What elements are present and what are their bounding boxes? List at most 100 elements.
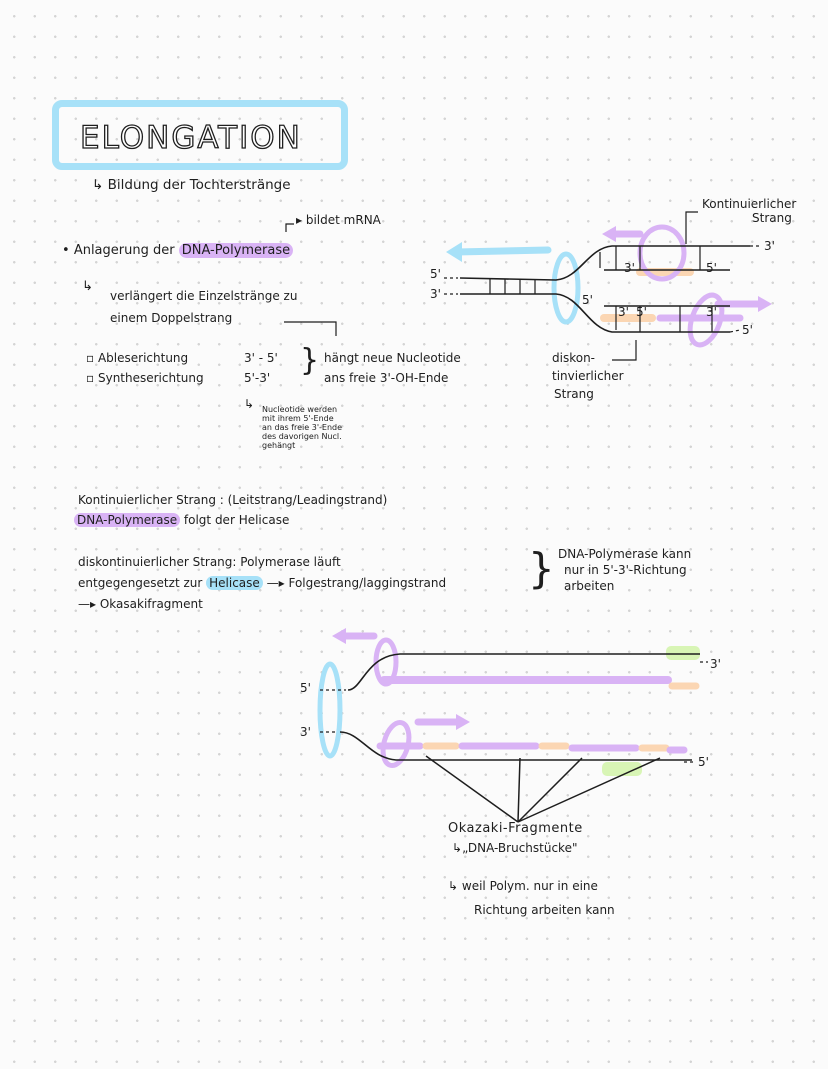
helicase-arrow [452, 246, 552, 256]
fork-label-5-left: 5' [430, 267, 441, 281]
mrna-note-text: bildet mRNA [305, 213, 381, 227]
subtitle-row: ↳ Bildung der Tochterstränge [92, 177, 291, 194]
okazaki-pointer-lines [425, 755, 661, 823]
brace-icon: } [528, 544, 555, 593]
diskont-label-3: Strang [554, 387, 594, 401]
polymerase-follows-row: DNA-Polymerase folgt der Helicase [74, 513, 290, 528]
helicase-arrowhead [446, 242, 462, 262]
okazaki-fragment-segments [376, 742, 688, 754]
diskont-label-1: diskon- [552, 351, 596, 365]
lagging-template [339, 731, 692, 761]
haengt-line-2: ans freie 3'-OH-Ende [324, 371, 449, 385]
ablese-row: ▫ Ableserichtung [86, 351, 189, 366]
page-title: ELONGATION [79, 119, 302, 156]
kontinuierlich-label-1: Kontinuierlicher [702, 197, 797, 211]
extend-line-1: verlängert die Einzelstränge zu [110, 289, 298, 303]
okazaki-reason-2: Richtung arbeiten kann [474, 903, 615, 917]
nucleotide-note-5: gehängt [262, 441, 296, 450]
diskont-line-2-post: Folgestrang/laggingstrand [288, 576, 447, 590]
hook-arrow-icon: ↳ [448, 879, 459, 893]
nucleotide-note-2: mit ihrem 5'-Ende [262, 414, 334, 423]
helicase-oval-2 [317, 661, 343, 759]
diskont-label-2: tinvierlicher [552, 369, 624, 383]
square-bullet-icon: ▫ [86, 351, 95, 365]
diskont-line-1: diskontinuierlicher Strang: Polymerase l… [78, 555, 341, 569]
bullet-text: Anlagerung der [73, 243, 175, 258]
hook-arrow-icon: ↳ [82, 279, 93, 294]
okazaki-sub: „DNA-Bruchstücke" [462, 841, 578, 855]
diskont-line-2-pre: entgegengesetzt zur [78, 576, 203, 590]
polymerase-note-2: nur in 5'-3'-Richtung [564, 563, 687, 577]
kontinuierlich-label-2: Strang [752, 211, 792, 225]
fork-label-3-mid: 3' [618, 305, 629, 319]
okazaki-reason-row: ↳ weil Polym. nur in eine [448, 879, 598, 894]
polymerase-circle-bottom [687, 292, 725, 348]
fork-top-strand [459, 245, 750, 281]
helicase-oval [551, 251, 581, 325]
polymerase-note-3: arbeiten [564, 579, 615, 593]
polymerase-follows-text: folgt der Helicase [183, 513, 290, 527]
leading-template [347, 653, 700, 691]
polymerase-note-1: DNA-Polymerase kann [558, 547, 692, 561]
hook-arrow-icon: ↳ [244, 397, 255, 411]
diskont-line-2: entgegengesetzt zur Helicase —▸ Folgestr… [78, 576, 447, 591]
fork-label-3-left: 3' [430, 287, 441, 301]
kontinuierlich-line: Kontinuierlicher Strang : (Leitstrang/Le… [78, 493, 388, 507]
okasaki-text: Okasakifragment [99, 597, 203, 611]
nucleotide-note-3: an das freie 3'-Ende [262, 423, 343, 432]
dash-bottom [729, 329, 741, 333]
bullet-icon: • [62, 243, 70, 258]
base-pair-rungs [489, 246, 713, 332]
fork-label-3-top-right: 3' [764, 239, 775, 253]
okazaki-reason-1: weil Polym. nur in eine [461, 879, 598, 893]
fork-bottom-strand [460, 293, 730, 333]
highlight-helicase: Helicase [206, 576, 263, 590]
arrow-right-icon: ↳ [92, 177, 108, 193]
pointer-kontinuierlich [685, 211, 698, 244]
square-bullet-icon: ▫ [86, 371, 95, 385]
lime-highlight-top [666, 646, 700, 660]
brace-icon: } [300, 343, 320, 378]
pointer-diskont [612, 340, 637, 361]
lime-highlight-bottom [602, 762, 642, 776]
nucleotide-note-1: Nucleotide werden [262, 405, 338, 414]
fork-label-3-top: 3' [624, 261, 635, 275]
fork-label-5-mid: 5' [582, 293, 593, 307]
hook-arrow-icon: ↳ [452, 841, 463, 855]
okazaki-sub-row: ↳„DNA-Bruchstücke" [452, 841, 578, 856]
okazaki-label-5-right: 5' [698, 755, 709, 769]
okasaki-row: —▸ Okasakifragment [78, 597, 203, 612]
mrna-note: ▸ bildet mRNA [296, 213, 381, 228]
title-frame [52, 100, 348, 170]
arrow-right-icon: ▸ [296, 213, 303, 227]
nucleotide-note-4: des davorigen Nucl. [262, 432, 342, 441]
okazaki-label-3-right: 3' [710, 657, 721, 671]
arrow-right-icon: —▸ [266, 576, 285, 590]
synthese-label: Syntheserichtung [97, 371, 204, 385]
synthese-row: ▫ Syntheserichtung [86, 371, 204, 386]
ablese-value: 3' - 5' [244, 351, 278, 365]
okazaki-title: Okazaki-Fragmente [448, 821, 583, 836]
ablese-label: Ableserichtung [97, 351, 189, 365]
pointer-mrna [285, 223, 294, 232]
extend-line-2: einem Doppelstrang [110, 311, 233, 325]
fork-label-5-top: 5' [706, 261, 717, 275]
leading-arrowhead [332, 628, 346, 644]
subtitle: Bildung der Tochterstränge [107, 177, 291, 193]
synthese-value: 5'-3' [244, 371, 271, 385]
okazaki-label-3-left: 3' [300, 725, 311, 739]
highlight-dna-polymerase-2: DNA-Polymerase [74, 513, 181, 527]
highlight-dna-polymerase: DNA-Polymerase [178, 243, 294, 258]
haengt-line-1: hängt neue Nucleotide [324, 351, 461, 365]
lagging-arrowhead [456, 714, 470, 730]
bullet-polymerase: • Anlagerung der DNA-Polymerase [62, 243, 294, 259]
fork-label-5-bottom-right: 5' [742, 323, 753, 337]
okazaki-label-5-left: 5' [300, 681, 311, 695]
polymerase-arrowhead-left [602, 226, 616, 242]
pointer-doppelstrang [284, 321, 337, 336]
fork-label-5-mid-b: 5' [636, 305, 647, 319]
arrow-right-icon: —▸ [78, 597, 97, 611]
